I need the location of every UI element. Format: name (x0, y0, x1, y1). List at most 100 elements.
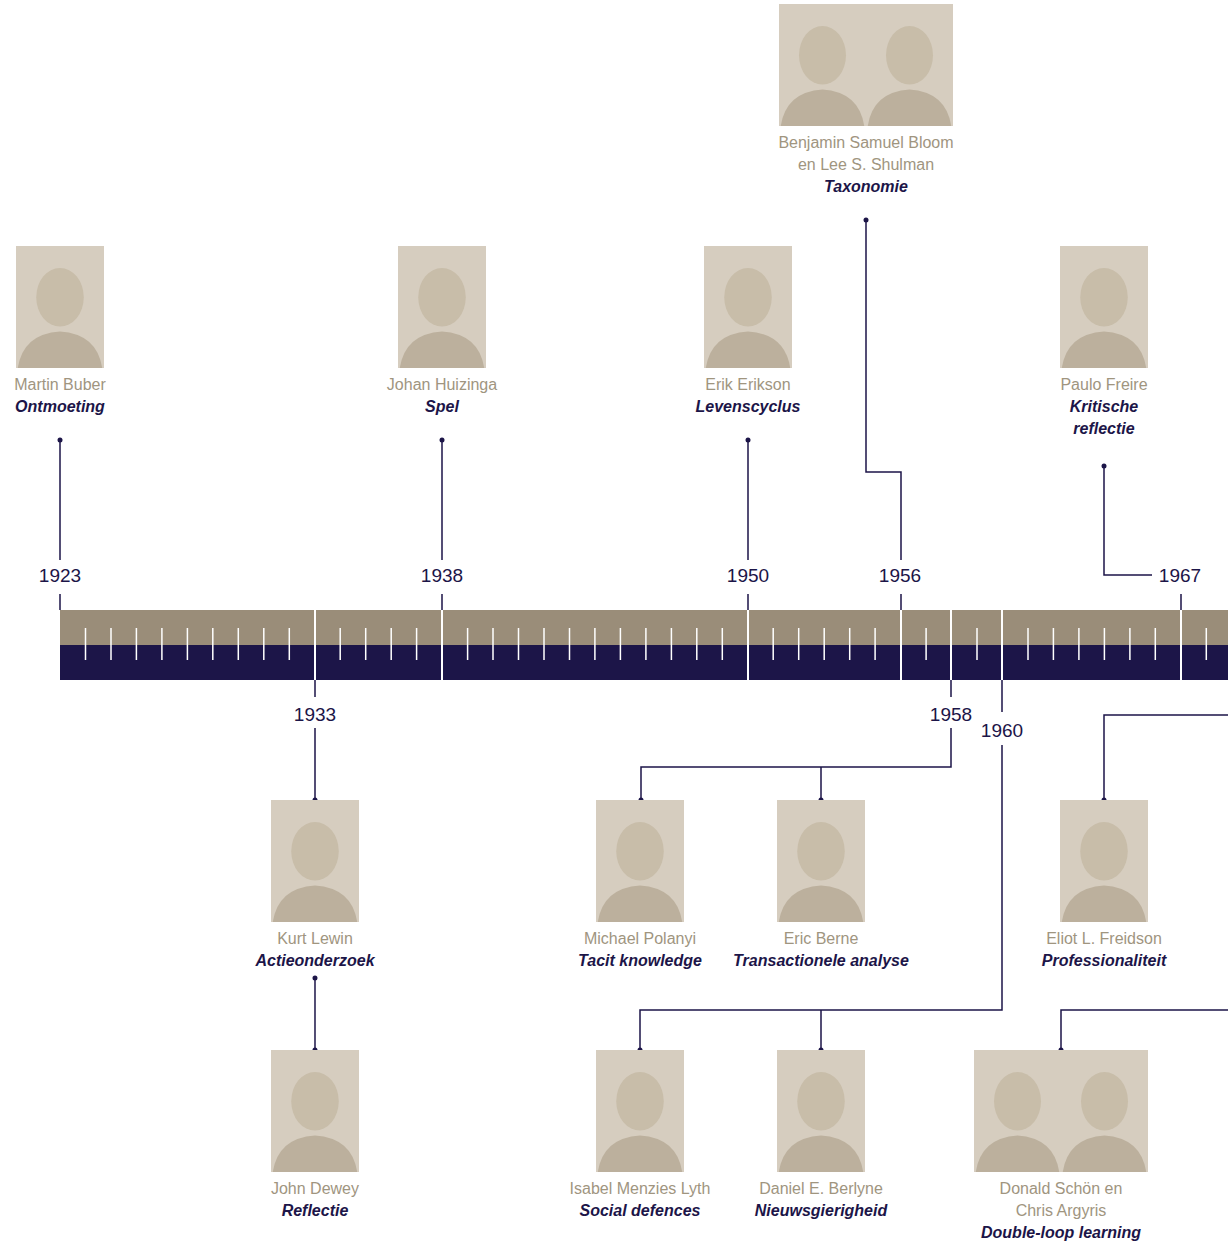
portrait-shoulders (779, 885, 863, 922)
portrait-figure (1060, 800, 1148, 922)
connector (314, 978, 316, 1050)
concept-label: Levenscyclus (696, 396, 801, 418)
portrait-photo (777, 1050, 865, 1172)
year-label: 1960 (981, 720, 1023, 742)
portrait-shoulders (779, 1135, 863, 1172)
person-name: Erik Erikson (705, 374, 790, 396)
person-name: Donald Schön en Chris Argyris (996, 1178, 1126, 1222)
portrait-photo (596, 1050, 684, 1172)
portrait-photo (704, 246, 792, 368)
portrait-head (616, 1072, 664, 1131)
person-name: Kurt Lewin (277, 928, 353, 950)
person-entry: Isabel Menzies LythSocial defences (570, 1050, 711, 1222)
portrait-head (1080, 822, 1128, 881)
portrait-head (886, 26, 933, 85)
portrait-figure (1060, 246, 1148, 368)
portrait-head (724, 268, 772, 327)
person-name: Benjamin Samuel Bloom en Lee S. Shulman (773, 132, 959, 176)
concept-label: Ontmoeting (15, 396, 105, 418)
person-name: Eliot L. Freidson (1046, 928, 1162, 950)
portrait-shoulders (400, 331, 484, 368)
portrait-shoulders (706, 331, 790, 368)
portrait-figure (271, 800, 359, 922)
year-label: 1933 (294, 704, 336, 726)
leader-lines (60, 220, 1228, 1050)
person-entry: Eliot L. FreidsonProfessionaliteit (1042, 800, 1166, 972)
portrait-head (291, 822, 339, 881)
portrait-head (797, 1072, 845, 1131)
concept-label: Transactionele analyse (733, 950, 909, 972)
concept-label: Taxonomie (824, 176, 908, 198)
leader-dots (58, 218, 1107, 1053)
portrait-figure (777, 800, 865, 922)
portrait-head (994, 1072, 1041, 1131)
portrait-figure (777, 1050, 865, 1172)
connector-dot (312, 976, 317, 981)
portrait-shoulders (1062, 885, 1146, 922)
person-name: Eric Berne (784, 928, 859, 950)
concept-label: Nieuwsgierigheid (755, 1200, 887, 1222)
person-name: Daniel E. Berlyne (759, 1178, 883, 1200)
portrait-photo (16, 246, 104, 368)
portrait-figure (16, 246, 104, 368)
person-entry: Donald Schön en Chris ArgyrisDouble-loop… (974, 1050, 1148, 1244)
year-label: 1967 (1159, 565, 1201, 587)
portrait-photo (779, 4, 953, 126)
portrait-photo (398, 246, 486, 368)
portrait-shoulders (781, 89, 865, 126)
portrait-photo (777, 800, 865, 922)
connector-group (312, 976, 317, 1053)
portrait-shoulders (598, 885, 682, 922)
person-name: John Dewey (271, 1178, 359, 1200)
year-label: 1950 (727, 565, 769, 587)
year-label: 1958 (930, 704, 972, 726)
person-entry: Erik EriksonLevenscyclus (696, 246, 801, 418)
leader-dot (746, 438, 751, 443)
portrait-shoulders (273, 1135, 357, 1172)
year-label: 1956 (879, 565, 921, 587)
person-name: Paulo Freire (1060, 374, 1147, 396)
portrait-shoulders (976, 1135, 1060, 1172)
portrait-figure (596, 800, 684, 922)
year-label: 1938 (421, 565, 463, 587)
portrait-shoulders (1063, 1135, 1147, 1172)
portrait-head (797, 822, 845, 881)
major-ticks (315, 610, 1181, 680)
person-entry: Benjamin Samuel Bloom en Lee S. ShulmanT… (773, 4, 959, 198)
leader-dot (864, 218, 869, 223)
concept-label: Kritische reflectie (1054, 396, 1154, 440)
person-name: Martin Buber (14, 374, 106, 396)
concept-label: Spel (425, 396, 459, 418)
leader-dot (1102, 464, 1107, 469)
person-entry: Michael PolanyiTacit knowledge (578, 800, 702, 972)
portrait-photo (974, 1050, 1148, 1172)
portrait-head (1081, 1072, 1128, 1131)
portrait-figure (398, 246, 486, 368)
portrait-head (799, 26, 846, 85)
person-entry: John DeweyReflectie (271, 1050, 359, 1222)
portrait-photo (1060, 246, 1148, 368)
person-entry: Martin BuberOntmoeting (14, 246, 106, 418)
concept-label: Reflectie (282, 1200, 349, 1222)
portrait-head (291, 1072, 339, 1131)
person-entry: Paulo FreireKritische reflectie (1054, 246, 1154, 440)
year-label: 1923 (39, 565, 81, 587)
leader-dot (440, 438, 445, 443)
portrait-figure (779, 4, 953, 126)
portrait-head (418, 268, 466, 327)
portrait-shoulders (18, 331, 102, 368)
portrait-shoulders (273, 885, 357, 922)
portrait-photo (596, 800, 684, 922)
person-entry: Johan HuizingaSpel (387, 246, 497, 418)
concept-label: Actieonderzoek (255, 950, 374, 972)
concept-label: Social defences (580, 1200, 701, 1222)
minor-ticks (86, 628, 1207, 660)
concept-label: Professionaliteit (1042, 950, 1166, 972)
leader-dot (58, 438, 63, 443)
portrait-head (36, 268, 84, 327)
person-entry: Eric BerneTransactionele analyse (733, 800, 909, 972)
concept-label: Tacit knowledge (578, 950, 702, 972)
person-name: Michael Polanyi (584, 928, 696, 950)
person-name: Johan Huizinga (387, 374, 497, 396)
